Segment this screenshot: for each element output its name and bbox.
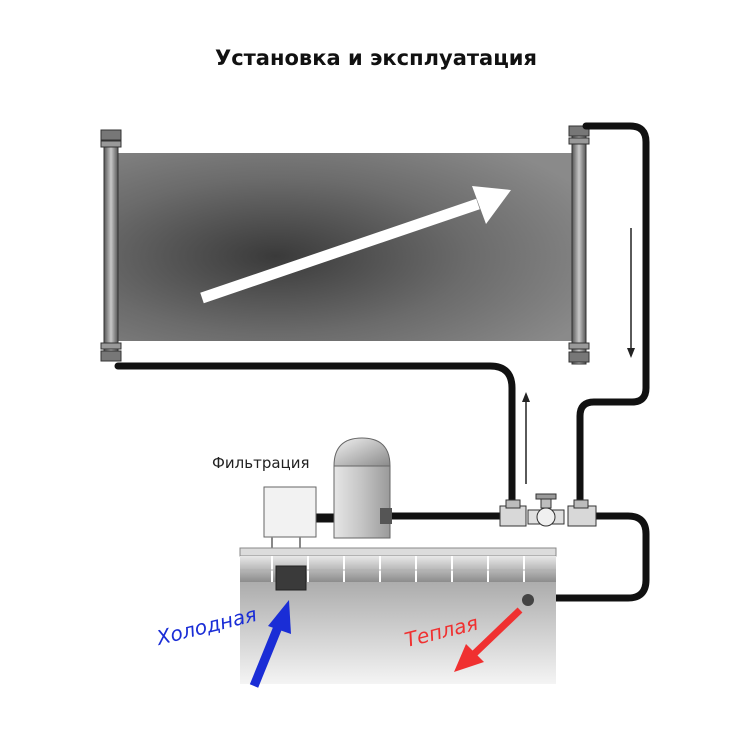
- pool: [239, 547, 557, 684]
- skimmer-intake: [275, 565, 307, 591]
- supply-pipe: [114, 362, 516, 514]
- left-header-pipe: [100, 129, 122, 362]
- right-header-pipe: [568, 125, 590, 365]
- left-tee-fitting: [499, 499, 527, 527]
- filtration-label: Фильтрация: [212, 454, 310, 472]
- pump-unit: [333, 437, 392, 539]
- warm-water-arrow-icon: [454, 607, 523, 672]
- cold-water-arrow-icon: [249, 600, 291, 688]
- valve-icon: [527, 493, 565, 527]
- pipe-network: [114, 122, 650, 602]
- return-jet: [522, 594, 534, 606]
- filter-unit: [263, 486, 317, 548]
- page-title: Установка и эксплуатация: [215, 46, 537, 70]
- flow-arrow-icon: [200, 186, 511, 304]
- down-arrow-icon: [627, 228, 635, 358]
- pool-return-pipe: [552, 512, 650, 602]
- up-arrow-icon: [522, 392, 530, 484]
- return-pipe: [576, 122, 650, 514]
- right-tee-fitting: [567, 499, 597, 527]
